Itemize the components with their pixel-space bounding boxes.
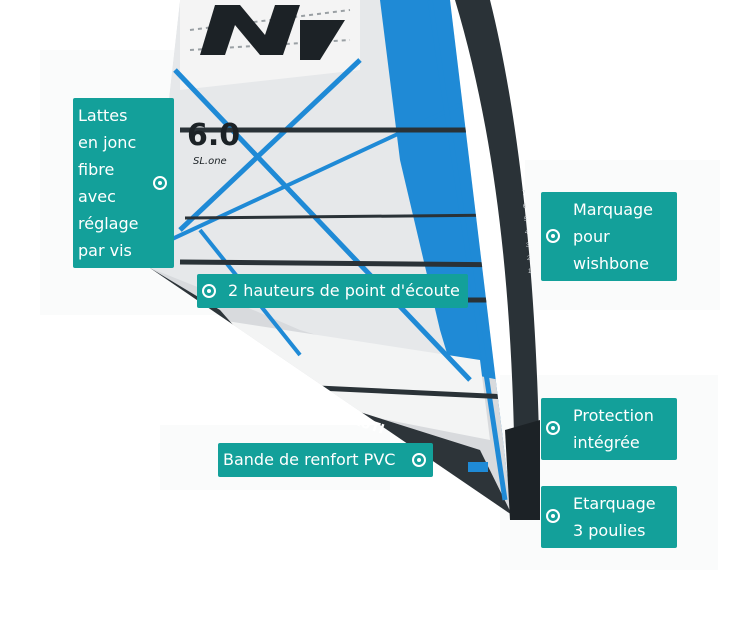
hotspot-pvc-band-label: Bande de renfort PVC <box>223 450 396 469</box>
model-name: SL.one <box>193 156 227 167</box>
svg-text:4: 4 <box>525 230 529 236</box>
hotspot-clew-heights-label: 2 hauteurs de point d'écoute <box>228 281 460 300</box>
svg-text:1: 1 <box>528 269 532 275</box>
svg-text:7: 7 <box>522 191 526 197</box>
svg-text:5: 5 <box>524 217 528 223</box>
target-icon <box>546 229 560 243</box>
brand-logo-n <box>200 5 345 60</box>
hotspot-battens-label: Lattes en jonc fibre avec réglage par vi… <box>78 106 139 260</box>
svg-text:2: 2 <box>527 256 531 262</box>
size-badge <box>468 462 488 472</box>
hotspot-integrated-protection[interactable]: Protection intégrée <box>541 398 677 460</box>
hotspot-pulleys-label: Etarquage 3 poulies <box>573 494 656 540</box>
target-icon <box>546 509 560 523</box>
target-icon <box>412 453 426 467</box>
size-number: 6.0 <box>187 118 240 153</box>
wishbone-scale: 7 6 5 4 3 2 1 <box>522 191 532 275</box>
hotspot-pulleys[interactable]: Etarquage 3 poulies <box>541 486 677 548</box>
target-icon <box>546 421 560 435</box>
target-icon <box>153 176 167 190</box>
target-icon <box>202 284 216 298</box>
hotspot-wishbone-marking[interactable]: Marquage pour wishbone <box>541 192 677 281</box>
svg-text:3: 3 <box>526 243 530 249</box>
hotspot-integrated-protection-label: Protection intégrée <box>573 406 654 452</box>
svg-text:6: 6 <box>523 204 527 210</box>
hotspot-wishbone-marking-label: Marquage pour wishbone <box>573 200 654 273</box>
mast <box>455 0 540 520</box>
hotspot-clew-heights[interactable]: 2 hauteurs de point d'écoute <box>197 274 468 308</box>
sail-body <box>150 0 512 515</box>
hotspot-battens[interactable]: Lattes en jonc fibre avec réglage par vi… <box>73 98 174 268</box>
hotspot-pvc-band[interactable]: Bande de renfort PVC <box>218 443 433 477</box>
